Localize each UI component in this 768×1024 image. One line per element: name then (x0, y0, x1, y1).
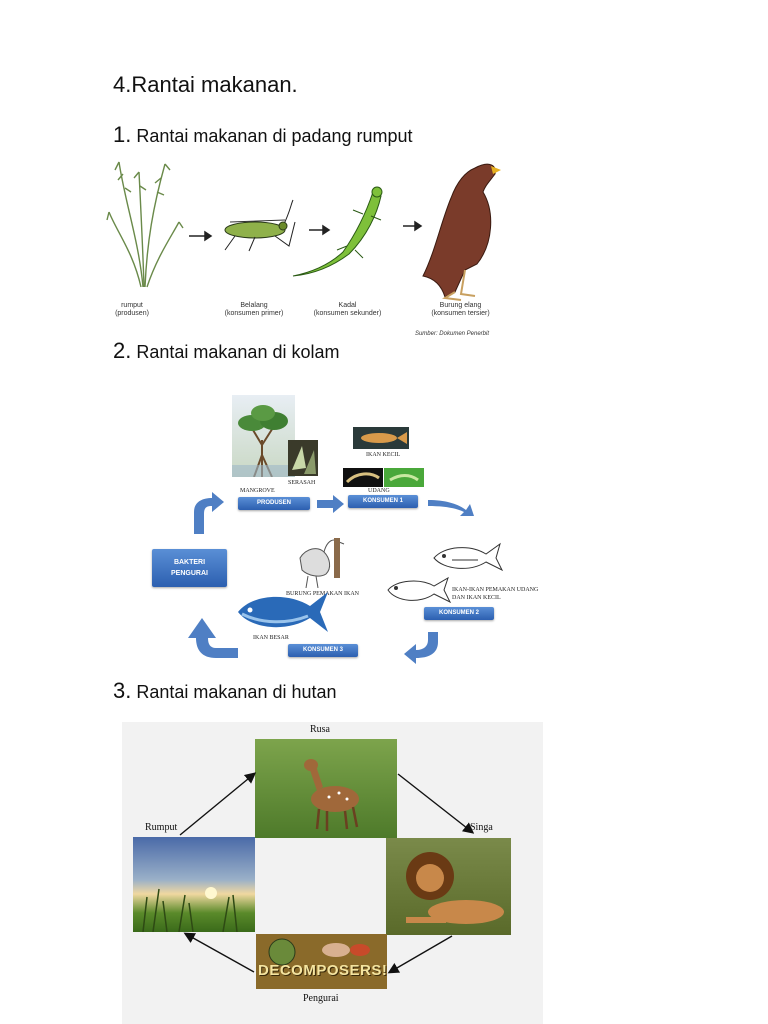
big-fish-label: IKAN BESAR (253, 635, 289, 641)
forest-arrows (179, 772, 475, 974)
konsumen2-box: KONSUMEN 2 (424, 607, 494, 620)
fish-sketch-icon-2 (387, 576, 452, 604)
arrow-pengurai-to-rumput (183, 932, 255, 973)
serasah-label: SERASAH (288, 480, 316, 486)
tuna-illustration (238, 592, 328, 632)
lion-photo (386, 838, 511, 935)
arrow-icon (309, 224, 331, 236)
konsumen1-box: KONSUMEN 1 (348, 495, 418, 508)
label-name: Burung elang (439, 302, 482, 309)
mangrove-photo (232, 395, 295, 477)
section-title-2: Rantai makanan di kolam (136, 342, 340, 362)
label-role: (konsumen tersier) (431, 310, 490, 317)
small-fish-label: IKAN KECIL (366, 452, 401, 458)
heron-illustration (299, 538, 345, 588)
singa-label: Singa (470, 822, 493, 833)
rusa-label: Rusa (310, 724, 330, 735)
forest-food-chain-diagram: Rusa Rumput Singa (122, 722, 543, 1024)
grass-illustration (106, 161, 184, 288)
lizard-illustration (292, 186, 383, 277)
rumput-label: Rumput (145, 822, 178, 833)
mangrove-label: MANGROVE (240, 488, 275, 494)
left-curved-arrow-icon (188, 618, 238, 658)
grassland-source: Sumber: Dokumen Penerbit (414, 331, 490, 337)
heron-label: BURUNG PEMAKAN IKAN (286, 591, 360, 597)
label-name: rumput (121, 302, 143, 309)
section-heading-1: 1. Rantai makanan di padang rumput (113, 122, 413, 148)
label-name: Kadal (338, 302, 357, 309)
section-title-3: Rantai makanan di hutan (136, 682, 337, 702)
fish-sketch-icon (433, 542, 504, 572)
decomposers-photo: DECOMPOSERS! (256, 934, 387, 989)
arrow-singa-to-pengurai (387, 935, 453, 974)
grassland-label-rumput: rumput (produsen) (107, 302, 157, 318)
shrimp-photo-2 (384, 468, 424, 487)
arrow-rusa-to-singa (397, 773, 475, 834)
label-role: (konsumen primer) (224, 310, 284, 317)
shrimp-label: UDANG (368, 488, 390, 494)
section-number-2: 2. (113, 338, 132, 363)
grasshopper-illustration (224, 199, 296, 252)
page-title: 4.Rantai makanan. (113, 72, 298, 97)
label-role: (konsumen sekunder) (313, 310, 382, 317)
curved-arrow-icon (428, 500, 474, 516)
konsumen3-box: KONSUMEN 3 (288, 644, 358, 657)
arrow-rumput-to-rusa (179, 772, 257, 836)
serasah-photo (288, 440, 318, 476)
pengurai-label: Pengurai (303, 993, 339, 1004)
section-heading-3: 3. Rantai makanan di hutan (113, 678, 337, 704)
grassland-label-belalang: Belalang (konsumen primer) (214, 302, 294, 318)
up-curved-arrow-icon (194, 492, 224, 534)
grassland-label-elang: Burung elang (konsumen tersier) (418, 302, 503, 318)
deer-photo (255, 739, 397, 838)
section-heading-2: 2. Rantai makanan di kolam (113, 338, 339, 364)
grassland-food-chain-illustration (106, 161, 501, 301)
shrimp-photo (343, 468, 383, 487)
down-curved-arrow-icon (404, 632, 438, 664)
label-name: Belalang (240, 302, 268, 309)
small-fish-photo (353, 427, 409, 449)
arrow-icon (189, 230, 213, 242)
label-role: (produsen) (115, 310, 149, 317)
pond-food-chain-diagram: SERASAH MANGROVE IKAN KECIL UDANG PRODUS… (140, 390, 540, 665)
section-title-1: Rantai makanan di padang rumput (136, 126, 413, 146)
grass-sunset-photo (133, 837, 255, 932)
section-number-1: 1. (113, 122, 132, 147)
decomposers-text: DECOMPOSERS! (258, 962, 387, 979)
arrow-icon (403, 220, 423, 232)
produsen-box: PRODUSEN (238, 497, 310, 510)
eagle-illustration (422, 163, 501, 301)
bakteri-pengurai-box: BAKTERI PENGURAI (152, 549, 227, 587)
grassland-label-kadal: Kadal (konsumen sekunder) (305, 302, 390, 318)
predatory-fish-label: IKAN-IKAN PEMAKAN UDANG DAN IKAN KECIL (452, 587, 539, 601)
right-arrow-icon (317, 495, 344, 513)
section-number-3: 3. (113, 678, 132, 703)
